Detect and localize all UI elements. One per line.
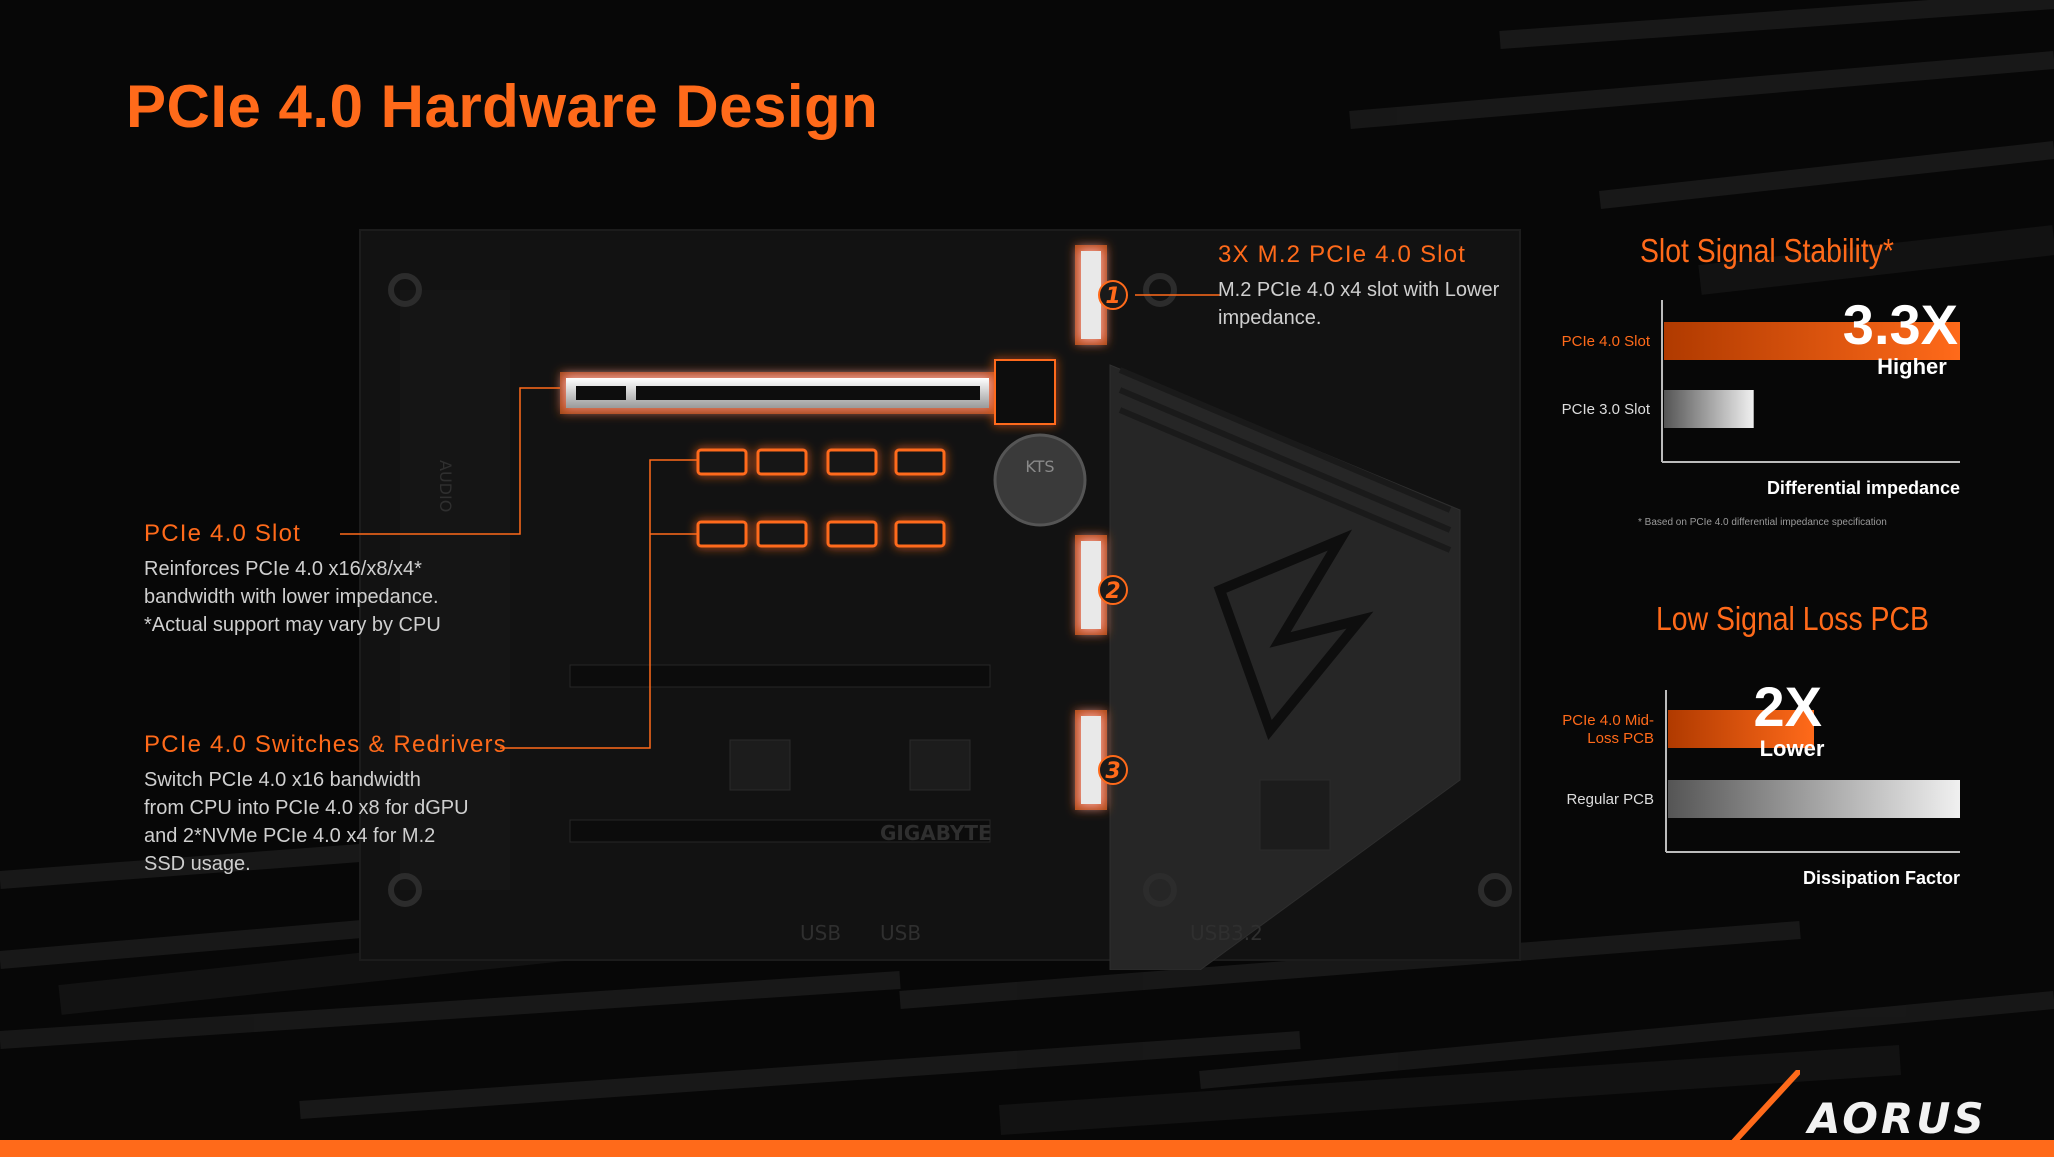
- bar-highlight: [1664, 322, 1960, 360]
- bar-baseline: [1664, 390, 1754, 428]
- m2-number-3: 3: [1105, 759, 1120, 784]
- svg-text:USB3.2: USB3.2: [1190, 921, 1263, 945]
- m2-slot-description: M.2 PCIe 4.0 x4 slot with Lower impedanc…: [1218, 279, 1500, 329]
- bottom-accent-bar: [0, 1140, 2054, 1157]
- callout-label: Lower: [1760, 736, 1825, 761]
- bar-highlight: [1668, 710, 1814, 748]
- svg-text:GIGABYTE: GIGABYTE: [880, 821, 992, 845]
- x-axis-label: Differential impedance: [1767, 478, 1960, 498]
- category-label: PCIe 4.0 Slot: [1562, 333, 1651, 350]
- pcie-x16-slot: [560, 359, 1056, 425]
- pcie-slot-title: PCIe 4.0 Slot: [144, 520, 302, 547]
- category-label: PCIe 3.0 Slot: [1562, 401, 1651, 418]
- callout-value: 3.3X: [1843, 293, 1958, 356]
- chart2-title: Low Signal Loss PCB: [1656, 600, 1929, 637]
- m2-number-2: 2: [1105, 579, 1120, 604]
- cmos-battery: [993, 433, 1087, 527]
- pcie-slot-description: Reinforces PCIe 4.0 x16/x8/x4* bandwidth…: [144, 558, 441, 636]
- bar-baseline: [1668, 780, 1960, 818]
- m2-number-1: 1: [1105, 284, 1120, 309]
- svg-text:AUDIO: AUDIO: [436, 460, 455, 512]
- callout-leader-lines: [340, 294, 1220, 749]
- svg-text:USB: USB: [880, 921, 921, 945]
- m2-slot-title: 3X M.2 PCIe 4.0 Slot: [1218, 241, 1467, 268]
- switches-title: PCIe 4.0 Switches & Redrivers: [144, 731, 507, 758]
- category-label: Regular PCB: [1566, 791, 1654, 808]
- category-label: PCIe 4.0 Mid-: [1562, 712, 1654, 729]
- switches-description: Switch PCIe 4.0 x16 bandwidth from CPU i…: [144, 769, 469, 875]
- callout-label: Higher: [1877, 354, 1947, 379]
- chart1-title: Slot Signal Stability*: [1640, 232, 1894, 269]
- aorus-logo: AORUS: [1808, 1094, 1987, 1143]
- eagle-logo-icon: [1213, 529, 1374, 741]
- x-axis-label: Dissipation Factor: [1803, 868, 1960, 888]
- category-label: Loss PCB: [1587, 730, 1654, 747]
- svg-text:USB: USB: [800, 921, 841, 945]
- motherboard-illustration: KTS 1 2 3 GIGABYTE USB USB USB3.2 AUDIO: [340, 229, 1521, 970]
- chart1-footnote: * Based on PCIe 4.0 differential impedan…: [1638, 517, 1887, 528]
- redriver-chips: [696, 448, 946, 548]
- callout-value: 2X: [1754, 675, 1823, 738]
- page-title: PCIe 4.0 Hardware Design: [126, 73, 879, 140]
- svg-text:KTS: KTS: [1025, 457, 1054, 476]
- low-signal-loss-chart: PCIe 4.0 Mid-Loss PCB Regular PCB 2XLowerD…: [1562, 675, 1960, 888]
